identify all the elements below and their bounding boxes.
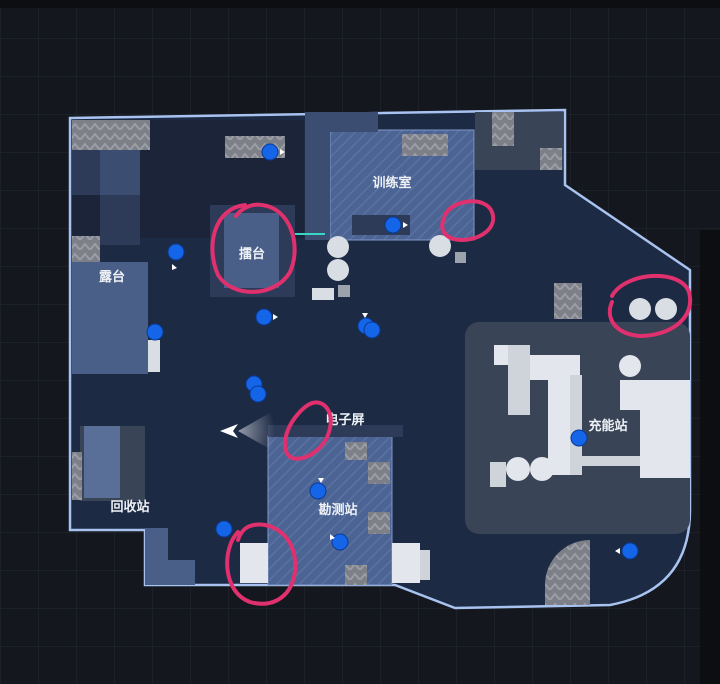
blue-dot-icon[interactable]	[621, 542, 639, 560]
round-table-icon	[655, 298, 677, 320]
tick-icon	[318, 478, 324, 483]
tick-icon	[403, 222, 408, 228]
tick-icon	[280, 149, 285, 155]
survey-box	[392, 543, 420, 583]
blue-dot-icon[interactable]	[331, 533, 349, 551]
charge-machine	[508, 345, 530, 415]
tick-icon	[362, 313, 368, 318]
survey-box	[240, 543, 268, 583]
charge-cell-icon	[530, 457, 554, 481]
charge-cell-icon	[619, 355, 641, 377]
crate-icon	[455, 252, 466, 263]
blue-dot-icon[interactable]	[384, 216, 402, 234]
blue-dot-icon[interactable]	[363, 321, 381, 339]
charge-cell-icon	[506, 457, 530, 481]
room-label-charge: 充能站	[588, 418, 627, 434]
pink-circle-annotation	[607, 273, 693, 339]
blue-dot-icon[interactable]	[261, 143, 279, 161]
charge-stairs	[554, 283, 582, 319]
marker-ticks	[172, 149, 620, 554]
spiral-stairs	[545, 540, 590, 605]
room-label-survey: 勘测站	[318, 502, 357, 518]
stairs-upper-left	[72, 120, 150, 150]
top-bar	[0, 0, 720, 8]
charge-machine	[570, 375, 582, 475]
crate-icon	[312, 288, 334, 300]
room-label-terrace: 露台	[99, 269, 125, 285]
tick-icon	[330, 534, 335, 540]
tick-icon	[273, 314, 278, 320]
upper-right-stairs	[492, 112, 514, 146]
tick-icon	[615, 548, 620, 554]
survey-stairs	[368, 462, 390, 484]
room-label-screen: 电子屏	[325, 412, 364, 428]
wall-block-upper-left	[100, 150, 140, 195]
room-label-arena: 擂台	[239, 246, 265, 262]
survey-box	[420, 550, 430, 580]
crate-icon	[338, 285, 350, 297]
charge-machine	[490, 462, 506, 487]
wall-block-left	[72, 150, 100, 195]
charge-machine	[640, 410, 690, 478]
round-table-icon	[429, 235, 451, 257]
training-stairs	[402, 134, 448, 156]
survey-stairs	[368, 512, 390, 534]
player-view-cone	[238, 410, 275, 452]
stairs-left	[72, 236, 100, 262]
pink-circle-annotation	[210, 202, 297, 294]
blue-dot-icon[interactable]	[570, 429, 588, 447]
room-label-recycle: 回收站	[110, 499, 149, 515]
annotations	[210, 199, 693, 606]
blue-dot-icon[interactable]	[309, 482, 327, 500]
room-survey	[267, 435, 393, 586]
arena-inner	[224, 213, 279, 288]
room-label-training: 训练室	[372, 175, 411, 191]
tick-icon	[172, 264, 177, 270]
blue-dot-icon[interactable]	[215, 520, 233, 538]
recycle-stairs	[72, 452, 82, 500]
player-arrow-icon[interactable]	[220, 424, 238, 438]
survey-wall	[268, 425, 403, 437]
round-table-icon	[327, 259, 349, 281]
wall-block-left-mid	[100, 195, 140, 245]
training-wall-left	[305, 112, 330, 240]
recycle-corridor	[130, 528, 195, 585]
charge-machine	[548, 380, 570, 475]
recycle-inner	[84, 426, 120, 498]
blue-dot-icon[interactable]	[167, 243, 185, 261]
round-table-icon	[327, 236, 349, 258]
survey-stairs	[345, 565, 367, 585]
vending-icon	[148, 340, 160, 372]
upper-right-stairs-2	[540, 148, 562, 170]
survey-stairs	[345, 442, 367, 460]
round-table-icon	[629, 298, 651, 320]
blue-dot-icon[interactable]	[255, 308, 273, 326]
room-terrace	[72, 262, 148, 374]
pink-circle-annotation	[440, 199, 496, 243]
pink-circle-annotation	[225, 522, 298, 606]
location-markers	[146, 143, 639, 560]
charge-rail	[580, 456, 640, 466]
blue-dot-icon[interactable]	[249, 385, 267, 403]
training-wall-top	[330, 112, 378, 132]
pink-circle-annotation	[282, 400, 333, 461]
right-edge-panel	[700, 230, 720, 684]
charge-machine	[620, 380, 690, 410]
blue-dot-icon[interactable]	[146, 323, 164, 341]
